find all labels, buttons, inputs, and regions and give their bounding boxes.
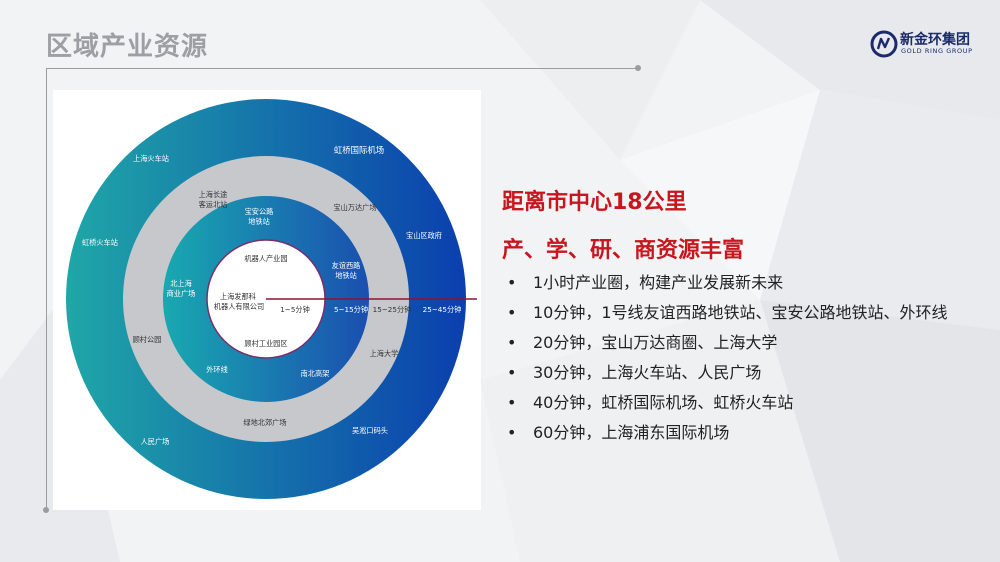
bullet-text: 30分钟，上海火车站、人民广场	[533, 363, 762, 382]
list-item: • 20分钟，宝山万达商圈、上海大学	[507, 328, 948, 358]
center-label-fanuc-line2: 机器人有限公司	[214, 302, 264, 311]
headline-distance: 距离市中心18公里	[502, 190, 687, 215]
ring1-label-baoan-station: 宝安公路地铁站	[245, 207, 274, 226]
center-label-fanuc-line1: 上海发那科	[220, 292, 256, 301]
ring3-label-shanghai-station: 上海火车站	[133, 154, 169, 163]
bullet-dot-icon: •	[507, 393, 517, 412]
ring1-label-youyi-station: 友谊西路地铁站	[332, 261, 361, 280]
ring2-label-lvdi-plaza: 绿地北郊广场	[243, 418, 286, 427]
time-label-1-5: 1~5分钟	[280, 305, 310, 314]
ring2-label-shanghai-univ: 上海大学	[370, 349, 399, 358]
bullet-dot-icon: •	[507, 273, 517, 292]
ring3-label-wusongkou: 吴淞口码头	[352, 426, 388, 435]
bullet-text: 1小时产业圈，构建产业发展新未来	[533, 273, 784, 292]
logo-ring-icon	[870, 30, 898, 58]
distance-ring-diagram: 机器人产业园 上海发那科 机器人有限公司 顾村工业园区 1~5分钟 宝安公路地铁…	[53, 90, 481, 510]
center-label-robot-park: 机器人产业园	[244, 254, 287, 263]
bullet-text: 60分钟，上海浦东国际机场	[533, 423, 730, 442]
list-item: • 10分钟，1号线友谊西路地铁站、宝安公路地铁站、外环线	[507, 298, 948, 328]
list-item: • 30分钟，上海火车站、人民广场	[507, 358, 948, 388]
time-label-15-25: 15~25分钟	[373, 305, 412, 314]
ring2-label-wanda-plaza: 宝山万达广场	[333, 203, 376, 212]
ring3-label-peoples-square: 人民广场	[141, 437, 170, 446]
bullet-text: 10分钟，1号线友谊西路地铁站、宝安公路地铁站、外环线	[533, 303, 948, 322]
list-item: • 1小时产业圈，构建产业发展新未来	[507, 268, 948, 298]
logo-name: 新金环集团	[900, 32, 970, 48]
list-item: • 40分钟，虹桥国际机场、虹桥火车站	[507, 388, 948, 418]
bullet-dot-icon: •	[507, 363, 517, 382]
company-logo: 新金环集团 GOLD RING GROUP	[870, 28, 980, 60]
headline-resources: 产、学、研、商资源丰富	[502, 238, 745, 263]
frame-dot-bottom	[43, 507, 49, 513]
logo-subtitle: GOLD RING GROUP	[901, 47, 973, 55]
time-label-5-15: 5~15分钟	[334, 305, 368, 314]
ring1-label-outer-ring-road: 外环线	[206, 365, 228, 374]
time-label-25-45: 25~45分钟	[423, 305, 462, 314]
bullet-text: 20分钟，宝山万达商圈、上海大学	[533, 333, 778, 352]
page-title: 区域产业资源	[46, 32, 209, 62]
list-item: • 60分钟，上海浦东国际机场	[507, 418, 948, 448]
bullet-dot-icon: •	[507, 423, 517, 442]
bullet-dot-icon: •	[507, 303, 517, 322]
ring2-label-long-distance-station: 上海长途客运北站	[199, 190, 228, 209]
ring3-label-baoshan-gov: 宝山区政府	[406, 231, 442, 240]
ring3-label-hongqiao-station: 虹桥火车站	[82, 238, 118, 247]
ring2-label-gucun-park: 顾村公园	[133, 335, 162, 344]
center-label-gucun-industrial: 顾村工业园区	[244, 339, 287, 348]
resource-bullet-list: • 1小时产业圈，构建产业发展新未来 • 10分钟，1号线友谊西路地铁站、宝安公路地…	[507, 268, 948, 448]
ring3-label-hongqiao-airport: 虹桥国际机场	[334, 145, 384, 155]
frame-line-left	[46, 68, 47, 510]
bullet-text: 40分钟，虹桥国际机场、虹桥火车站	[533, 393, 794, 412]
center-label-fanuc: 上海发那科 机器人有限公司	[214, 292, 264, 311]
ring1-label-nanbei-viaduct: 南北高架	[301, 369, 330, 378]
frame-dot-top	[635, 65, 641, 71]
bullet-dot-icon: •	[507, 333, 517, 352]
frame-line-top	[46, 68, 638, 69]
ring1-label-north-plaza: 北上海商业广场	[167, 279, 196, 298]
